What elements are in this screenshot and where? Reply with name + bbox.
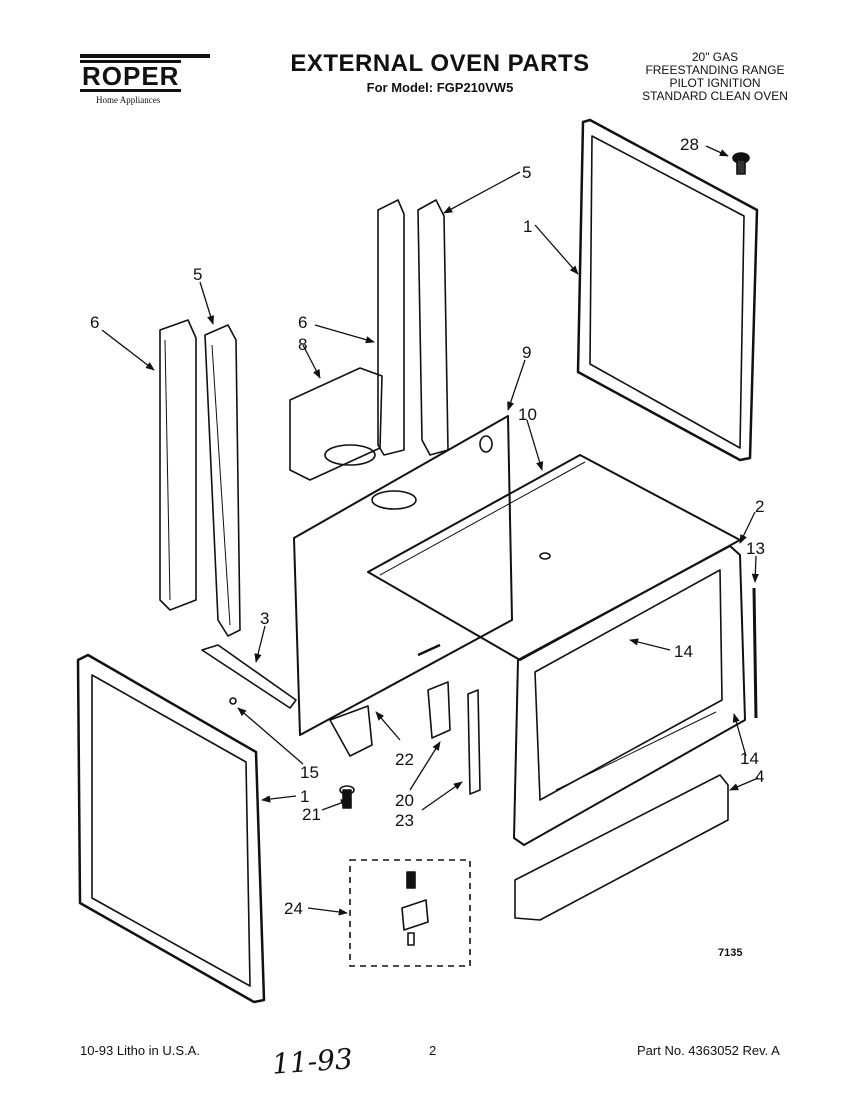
callout-label: 13 bbox=[746, 539, 765, 558]
callout-label: 5 bbox=[193, 265, 202, 284]
page-number: 2 bbox=[429, 1043, 437, 1058]
callout-label: 6 bbox=[90, 313, 99, 332]
callout-label: 10 bbox=[518, 405, 537, 424]
callout-label: 9 bbox=[522, 343, 531, 362]
callout-label: 6 bbox=[298, 313, 307, 332]
screw-part-28 bbox=[732, 152, 750, 175]
desc-line: FREESTANDING RANGE bbox=[645, 63, 785, 77]
callout-leaders bbox=[101, 145, 759, 916]
brand-subtitle: Home Appliances bbox=[96, 95, 161, 105]
callout-label: 24 bbox=[284, 899, 303, 918]
side-panel-left bbox=[76, 653, 266, 1004]
callout-label: 23 bbox=[395, 811, 414, 830]
callout-label: 1 bbox=[523, 217, 532, 236]
callout-label: 21 bbox=[302, 805, 321, 824]
seal-strip-part-13 bbox=[752, 587, 758, 719]
callout-label: 20 bbox=[395, 791, 414, 810]
desc-line: STANDARD CLEAN OVEN bbox=[642, 89, 788, 103]
bottom-rail-part-3 bbox=[201, 644, 297, 709]
callout-label: 14 bbox=[674, 642, 693, 661]
callout-label: 8 bbox=[298, 335, 307, 354]
callout-label: 5 bbox=[522, 163, 531, 182]
rear-side-rails bbox=[377, 199, 449, 456]
callout-label: 3 bbox=[260, 609, 269, 628]
burner-box-part-8 bbox=[289, 367, 383, 481]
product-description: 20" GAS FREESTANDING RANGE PILOT IGNITIO… bbox=[620, 51, 810, 103]
print-date: 10-93 Litho in U.S.A. bbox=[80, 1043, 200, 1058]
roper-logo: ROPER Home Appliances bbox=[80, 52, 210, 105]
brand-name: ROPER bbox=[80, 60, 182, 92]
callout-label: 2 bbox=[755, 497, 764, 516]
left-side-rails bbox=[159, 319, 241, 637]
back-panel-part-9 bbox=[293, 415, 513, 736]
callout-label: 22 bbox=[395, 750, 414, 769]
callout-label: 28 bbox=[680, 135, 699, 154]
desc-line: PILOT IGNITION bbox=[669, 76, 761, 90]
kit-box-part-24 bbox=[349, 859, 471, 967]
title-block: EXTERNAL OVEN PARTS For Model: FGP210VW5 bbox=[290, 50, 590, 95]
side-panel-right bbox=[576, 118, 759, 462]
model-number: For Model: FGP210VW5 bbox=[366, 80, 514, 95]
desc-line: 20" GAS bbox=[691, 50, 739, 64]
figure-number: 7135 bbox=[718, 947, 743, 959]
page-title: EXTERNAL OVEN PARTS bbox=[290, 50, 590, 77]
logo-bar bbox=[80, 54, 210, 58]
callout-label: 4 bbox=[755, 767, 764, 786]
small-parts bbox=[229, 681, 481, 809]
handwritten-note: 11-93 bbox=[270, 1042, 354, 1081]
top-plate-part-10 bbox=[367, 454, 741, 661]
part-number: Part No. 4363052 Rev. A bbox=[637, 1043, 780, 1058]
callout-label: 1 bbox=[300, 787, 309, 806]
kick-plate-part-4 bbox=[514, 774, 729, 921]
callout-labels: 28 5 1 5 6 6 8 9 10 2 13 14 3 14 4 15 22… bbox=[90, 135, 765, 918]
callout-label: 15 bbox=[300, 763, 319, 782]
callout-label: 14 bbox=[740, 749, 759, 768]
front-frame-part-2 bbox=[513, 545, 746, 846]
